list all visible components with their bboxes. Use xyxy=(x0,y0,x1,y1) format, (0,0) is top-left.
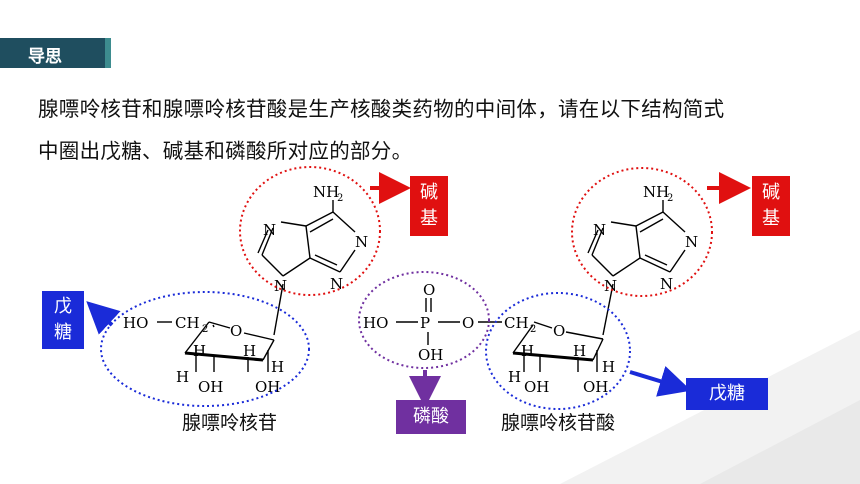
section-tag-label: 导思 xyxy=(28,47,62,67)
svg-text:N: N xyxy=(355,233,368,251)
svg-text:H: H xyxy=(243,342,256,360)
svg-text:O: O xyxy=(553,322,565,340)
svg-text:NH: NH xyxy=(313,183,339,201)
intro-line-2: 中圈出戊糖、碱基和磷酸所对应的部分。 xyxy=(38,139,413,163)
base-circle-left xyxy=(239,166,381,296)
adenosine-structure xyxy=(157,200,356,372)
svg-text:OH: OH xyxy=(524,378,549,396)
pentose-circle-right xyxy=(485,292,631,410)
svg-text:O: O xyxy=(230,322,242,340)
svg-text:H: H xyxy=(508,368,521,386)
label-phosphate: 磷酸 xyxy=(396,400,466,434)
svg-text:N: N xyxy=(330,275,343,293)
svg-text:2: 2 xyxy=(202,324,208,335)
label-pentose-right: 戊糖 xyxy=(686,378,768,410)
svg-text:2: 2 xyxy=(337,193,343,204)
base-circle-right xyxy=(571,167,713,297)
caption-amp: 腺嘌呤核苷酸 xyxy=(501,412,616,434)
arrow-pentose-right xyxy=(629,366,692,397)
svg-text:2: 2 xyxy=(530,324,536,335)
adenosine-atoms: NH 2 N N N N HO CH 2 O H H H OH OH H xyxy=(123,183,368,396)
svg-text:OH: OH xyxy=(583,378,608,396)
pentose-circle-left xyxy=(100,291,310,407)
caption-adenosine: 腺嘌呤核苷 xyxy=(182,412,278,434)
svg-text:H: H xyxy=(193,342,206,360)
svg-text:H: H xyxy=(271,358,284,376)
label-base-right: 碱 基 xyxy=(752,176,790,236)
svg-text:N: N xyxy=(685,233,698,251)
phosphate-circle xyxy=(358,271,490,369)
svg-text:H: H xyxy=(176,368,189,386)
svg-text:N: N xyxy=(660,275,673,293)
svg-text:OH: OH xyxy=(418,346,443,364)
svg-text:2: 2 xyxy=(667,193,673,204)
svg-text:O: O xyxy=(462,314,474,332)
amp-atoms: O HO P O OH CH 2 O H H H OH OH H NH 2 N … xyxy=(363,183,698,396)
svg-text:N: N xyxy=(263,221,276,239)
svg-text:H: H xyxy=(573,342,586,360)
label-base-left: 碱 基 xyxy=(410,176,448,236)
svg-text:O: O xyxy=(423,281,435,299)
intro-line-1: 腺嘌呤核苷和腺嘌呤核苷酸是生产核酸类药物的中间体，请在以下结构简式 xyxy=(38,97,725,121)
label-pentose-left: 戊 糖 xyxy=(42,291,84,349)
svg-text:HO: HO xyxy=(123,314,148,332)
svg-text:H: H xyxy=(521,342,534,360)
arrow-pentose-left xyxy=(86,301,121,335)
svg-text:H: H xyxy=(602,358,615,376)
section-tag: 导思 xyxy=(0,38,111,68)
svg-text:CH: CH xyxy=(175,314,200,332)
svg-text:OH: OH xyxy=(198,378,223,396)
svg-text:P: P xyxy=(420,314,430,332)
svg-text:CH: CH xyxy=(504,314,529,332)
svg-text:NH: NH xyxy=(643,183,669,201)
svg-text:OH: OH xyxy=(255,378,280,396)
amp-structure xyxy=(396,200,686,372)
svg-text:N: N xyxy=(604,277,617,295)
svg-text:N: N xyxy=(593,221,606,239)
svg-text:HO: HO xyxy=(363,314,388,332)
